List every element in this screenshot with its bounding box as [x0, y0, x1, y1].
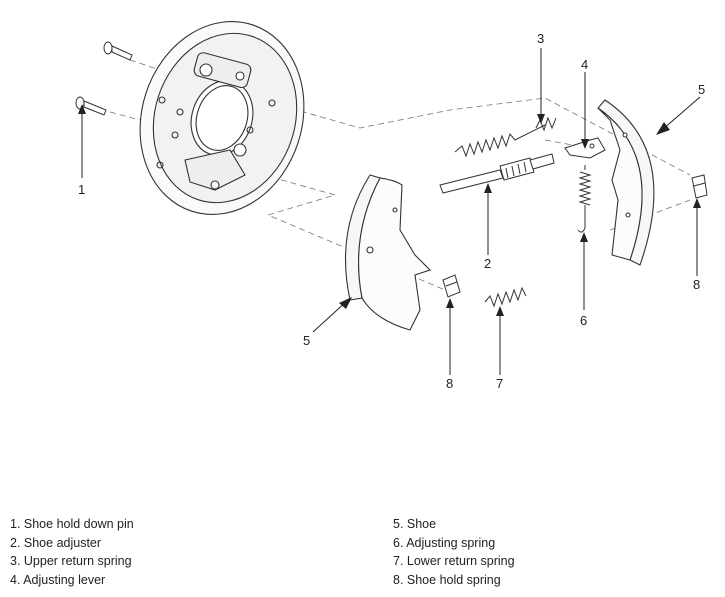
legend-left-column: 1. Shoe hold down pin 2. Shoe adjuster 3… — [10, 515, 134, 589]
legend-item: 8. Shoe hold spring — [393, 572, 501, 587]
backing-plate — [139, 21, 305, 215]
adjusting-spring — [577, 165, 592, 233]
legend-item: 7. Lower return spring — [393, 554, 515, 568]
shoe-right — [597, 99, 655, 266]
exploded-brake-diagram: 1 3 4 5 2 5 6 8 7 8 — [75, 21, 708, 391]
callout-5-right: 5 — [698, 82, 705, 97]
shoe-hold-springs — [442, 174, 708, 298]
callout-2: 2 — [484, 256, 491, 271]
legend-item: 6. Adjusting spring — [393, 535, 496, 550]
legend-item: 1. Shoe hold down pin — [10, 517, 134, 531]
upper-return-spring — [454, 116, 557, 158]
lower-return-spring — [484, 286, 527, 308]
shoe-left — [345, 174, 432, 331]
callout-6: 6 — [580, 313, 587, 328]
leader-arrowheads — [78, 104, 701, 316]
leader-lines — [81, 48, 701, 375]
callout-4: 4 — [581, 57, 588, 72]
callout-3: 3 — [537, 31, 544, 46]
legend-item: 5. Shoe — [393, 517, 437, 531]
callout-1: 1 — [78, 182, 85, 197]
legend-item: 3. Upper return spring — [10, 554, 132, 568]
legend-right-column: 5. Shoe 6. Adjusting spring 7. Lower ret… — [393, 515, 515, 589]
legend-item: 2. Shoe adjuster — [10, 535, 102, 550]
legend-item: 4. Adjusting lever — [10, 572, 106, 587]
shoe-adjuster — [439, 153, 555, 194]
callout-8-left: 8 — [446, 376, 453, 391]
shoe-hold-down-pins — [75, 41, 133, 116]
callout-5-left: 5 — [303, 333, 310, 348]
callout-7: 7 — [496, 376, 503, 391]
callout-8-right: 8 — [693, 277, 700, 292]
